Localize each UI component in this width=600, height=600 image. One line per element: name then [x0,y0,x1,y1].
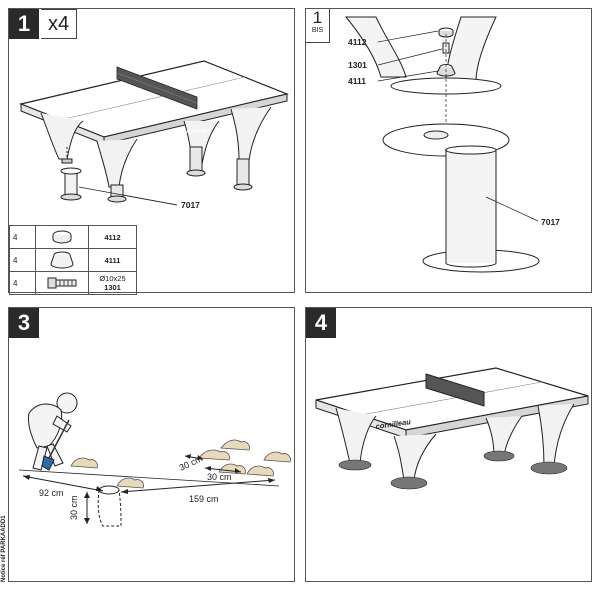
part-qty: 4 [9,248,36,272]
dirt-pile [116,477,144,489]
table-leg [335,407,377,464]
dirt-pile [263,451,291,463]
dim-depth: 30 cm [69,495,79,520]
part-code: 4111 [88,248,137,272]
part-code: 1301 [104,283,121,292]
step-3-panel: 3 30 cm [8,307,295,582]
parts-table: 4 4112 4 4111 4 Ø10x25 1301 [9,225,137,295]
document-reference: Notice réf PARKAADD1 [1,515,7,582]
step-1-bis-panel: 1 BIS 4112 1301 4111 7017 [305,8,592,293]
parts-row: 4 4111 [9,248,137,272]
cap-ring-icon [35,225,89,249]
part-size: Ø10x25 [99,274,126,283]
table-leg [230,106,272,162]
step-number-box: 1 BIS [306,9,330,43]
callout-1301: 1301 [348,60,367,70]
dim-offset: 92 cm [39,488,64,498]
installed-table-illustration: cornilleau [315,367,589,490]
grass-tuft [338,459,372,471]
post-detail-illustration: 4112 1301 4111 7017 [344,16,560,273]
step-4-panel: 4 cornilleau [305,307,592,582]
dirt-pile [70,457,98,469]
dim-length: 159 cm [189,494,219,504]
dirt-pile [198,449,230,461]
worker-figure [28,392,78,471]
parts-row: 4 Ø10x25 1301 [9,271,137,295]
net [425,373,485,407]
quantity-label: x4 [41,9,77,39]
step-number: 1 [312,8,323,27]
part-qty: 4 [9,225,36,249]
conical-washer-icon [35,248,89,272]
callout-7017: 7017 [541,217,560,227]
table-illustration: 7017 cornilleau [19,60,289,210]
hole [98,485,120,495]
brand-logo: cornilleau [179,128,209,135]
table-leg [96,138,138,188]
grass-tuft [483,450,515,462]
step-1-panel: 1 x4 7017 cornilleau [8,8,295,295]
table-leg [393,433,437,481]
callout-7017: 7017 [181,200,200,210]
callout-4111: 4111 [348,76,366,86]
step-number: 1 [9,9,39,39]
table-leg [40,112,84,160]
digging-illustration: 30 cm 92 cm 159 cm 30 cm 30 cm [18,392,291,527]
grass-tuft [390,476,428,490]
dirt-pile [246,465,274,477]
part-1301 [442,42,450,54]
grass-tuft [530,461,568,475]
shovel-blade [41,455,55,471]
bolt-icon [35,271,89,295]
part-qty: 4 [9,271,36,295]
table-leg [537,403,575,467]
callout-4112: 4112 [348,37,367,47]
parts-row: 4 4112 [9,225,137,249]
dim-gap-b: 30 cm [207,472,232,482]
part-code-cell: Ø10x25 1301 [88,271,137,295]
step-sub: BIS [311,27,324,34]
part-code: 4112 [88,225,137,249]
table-leg [485,415,523,457]
step-number: 4 [306,308,336,338]
step-number: 3 [9,308,39,338]
dim-gap-a: 30 cm [178,453,204,472]
dirt-pile [220,439,250,451]
